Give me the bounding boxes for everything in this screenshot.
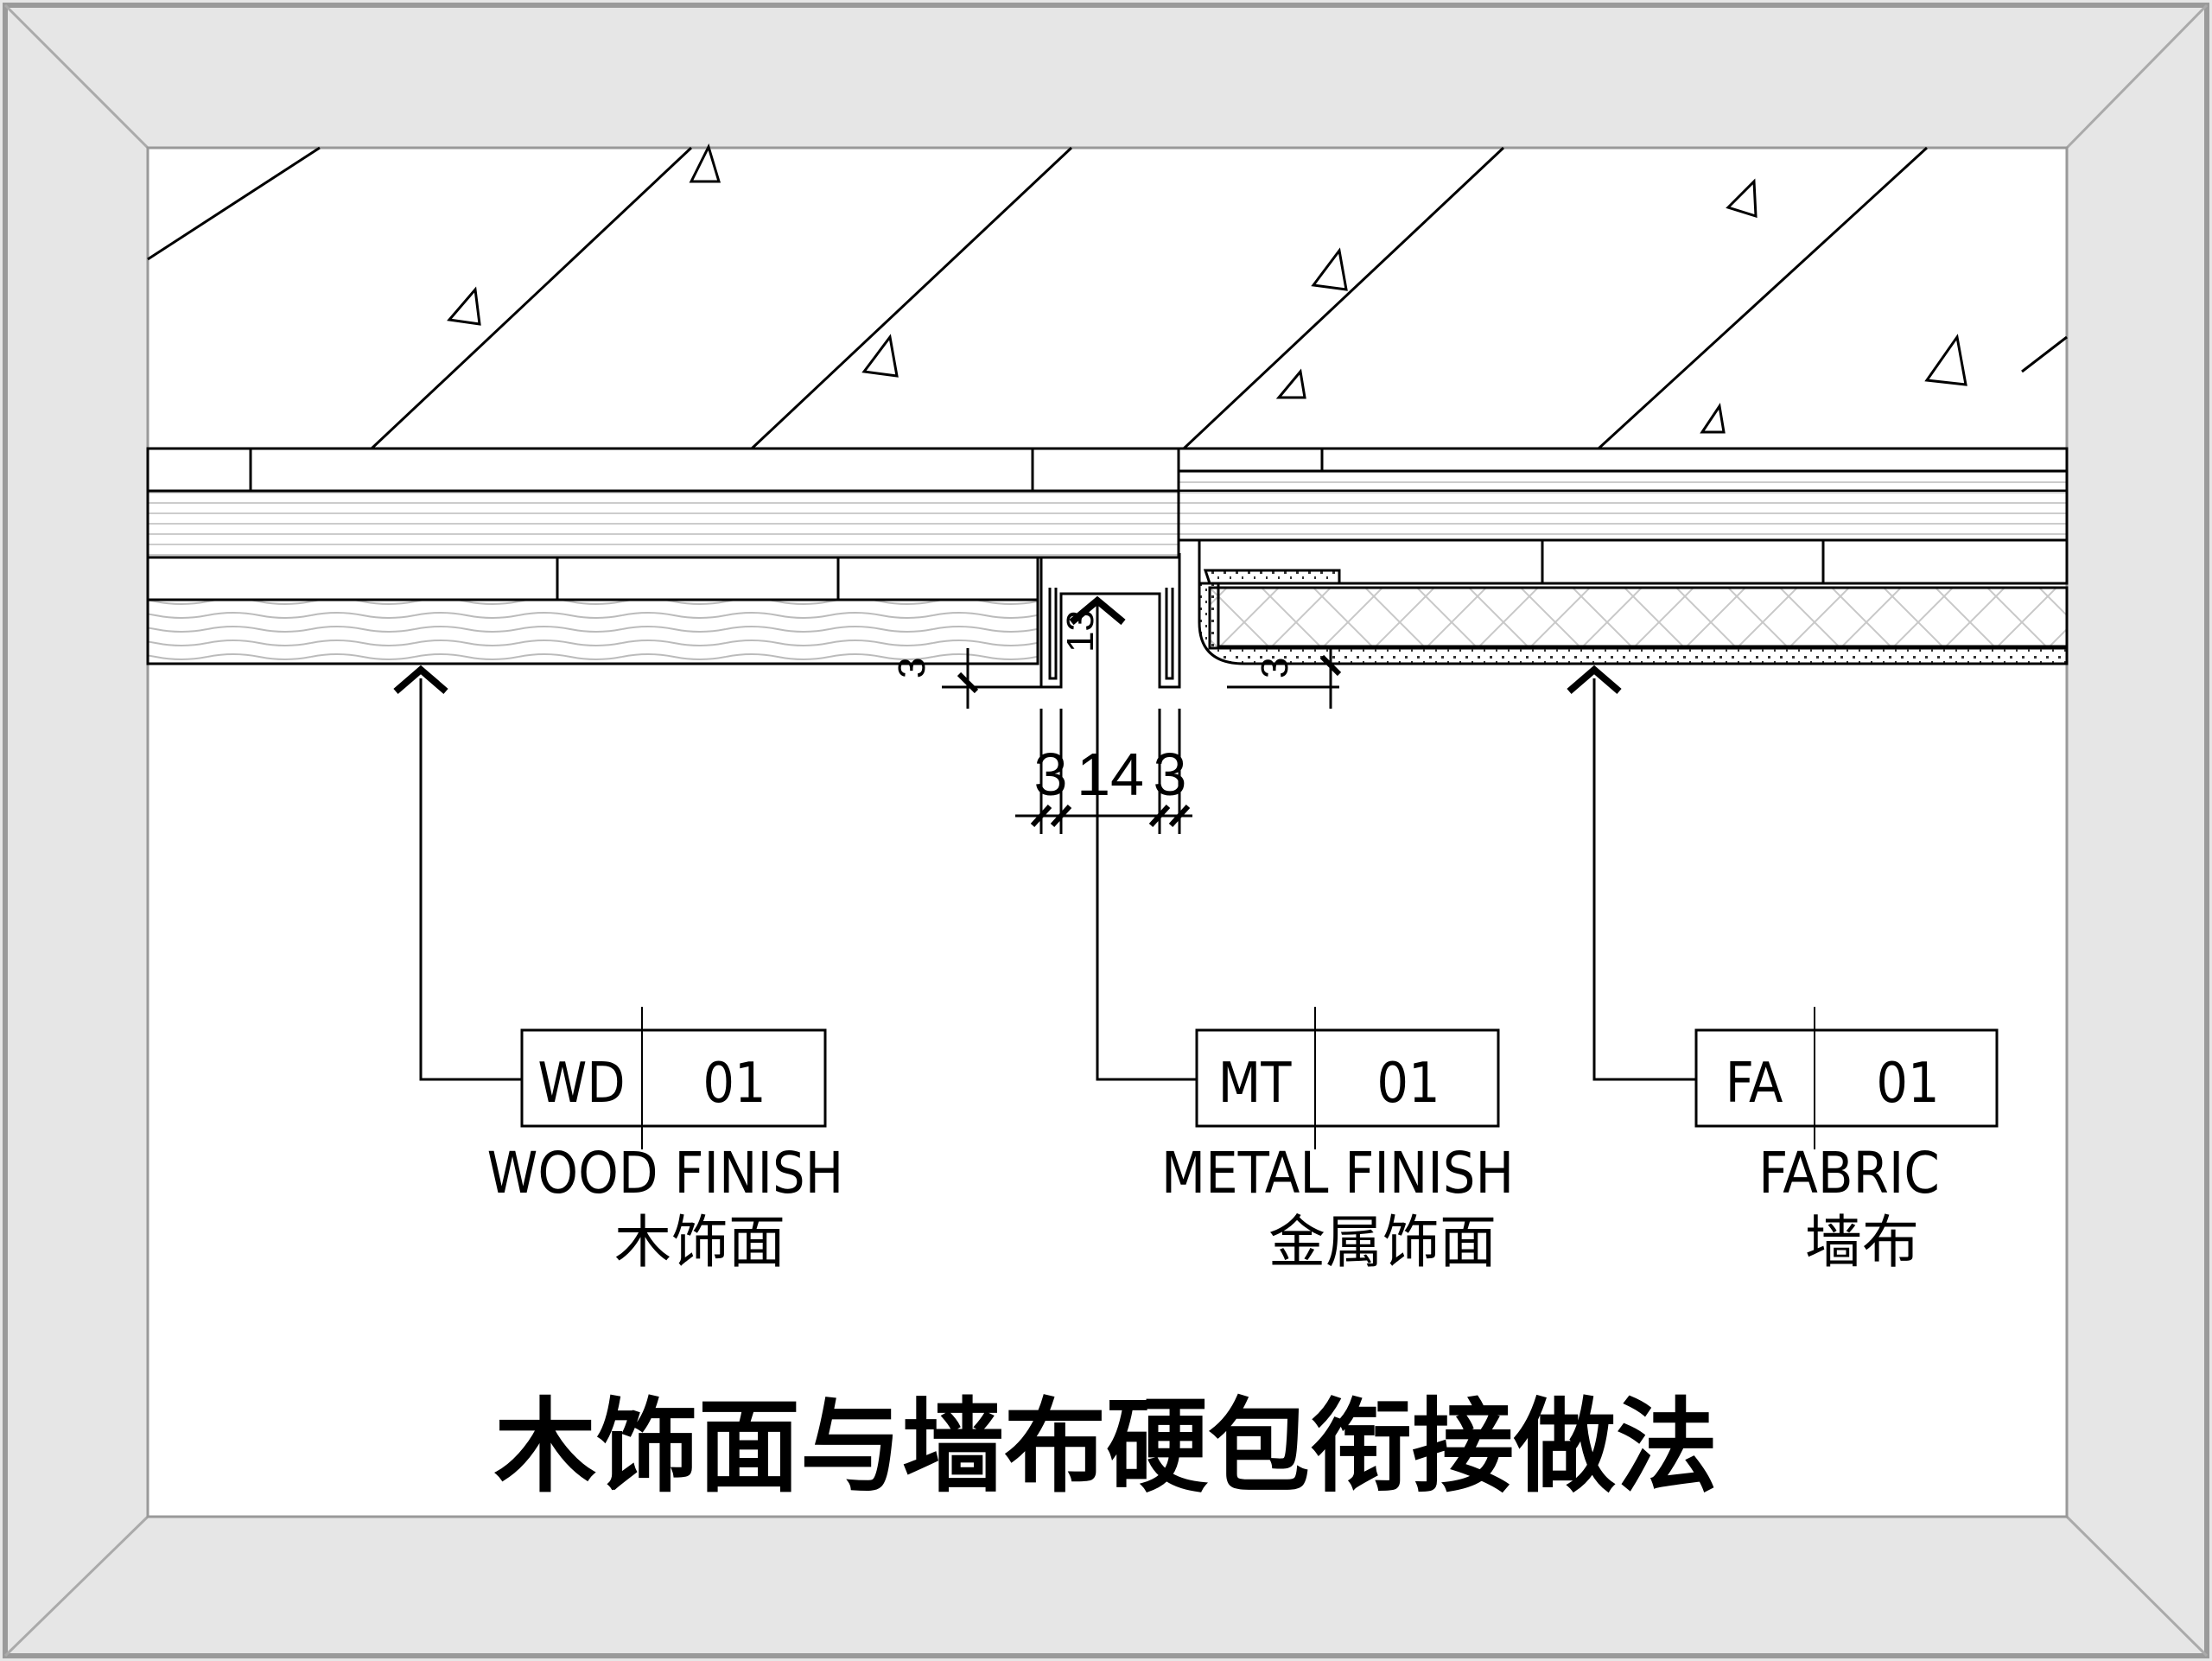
callout-number: 01: [1376, 1052, 1440, 1116]
callout-code: FA: [1726, 1052, 1783, 1116]
callout-code: WD: [537, 1052, 625, 1116]
dim-joint-width: 14: [1077, 741, 1144, 808]
callout-metal: MT 01 METAL FINISH 金属饰面: [1161, 1007, 1514, 1276]
leader-lines: [393, 595, 1696, 1081]
metal-channel: [942, 553, 1339, 689]
callout-name-en: FABRIC: [1758, 1140, 1940, 1206]
callout-fabric: FA 01 FABRIC 墙布: [1694, 1007, 1999, 1276]
callout-name-cn: 墙布: [1805, 1209, 1919, 1276]
drawing-title: 木饰面与墙布硬包衔接做法: [494, 1387, 1718, 1506]
wall-layers: [146, 447, 2069, 665]
dim-left-gap: 3: [1034, 741, 1068, 808]
callout-name-cn: 木饰面: [614, 1209, 785, 1276]
callout-number: 01: [1876, 1052, 1939, 1116]
dim-left-reveal: 3: [891, 658, 933, 678]
dimension-lines: [957, 648, 1342, 834]
callout-code: MT: [1218, 1052, 1293, 1116]
concrete-slab: [147, 143, 2068, 450]
callout-number: 01: [702, 1052, 766, 1116]
dim-right-gap: 3: [1154, 741, 1187, 808]
dim-right-reveal: 3: [1254, 658, 1296, 678]
callout-wood: WD 01 WOOD FINISH 木饰面: [487, 1007, 844, 1276]
callout-name-cn: 金属饰面: [1268, 1209, 1497, 1276]
callout-name-en: METAL FINISH: [1161, 1140, 1514, 1206]
callout-name-en: WOOD FINISH: [487, 1140, 844, 1206]
